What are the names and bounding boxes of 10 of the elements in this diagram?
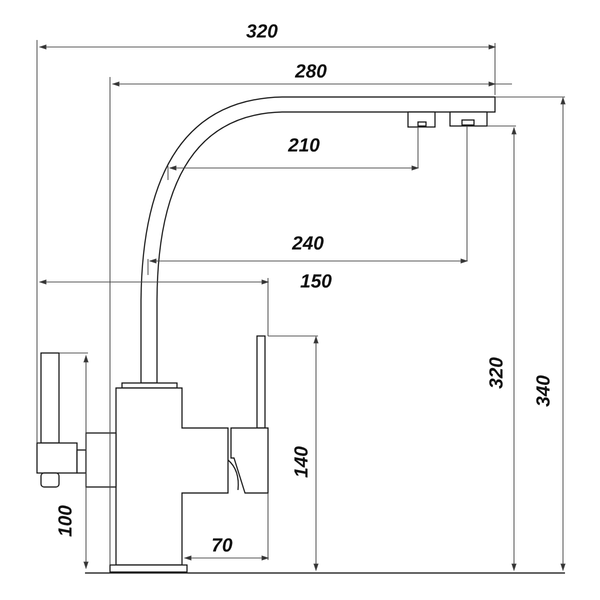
- dimension-value: 320: [488, 357, 506, 389]
- dimension-value: 210: [288, 136, 320, 156]
- dimension-value: 340: [534, 375, 554, 407]
- dimension-value: 280: [295, 62, 327, 82]
- dimension-value: 100: [56, 505, 76, 537]
- dimension-value: 150: [300, 272, 332, 292]
- dimension-value: 140: [292, 446, 312, 478]
- dimension-value: 320: [246, 22, 278, 42]
- dimension-value: 70: [211, 536, 233, 556]
- dimension-value: 240: [292, 234, 324, 254]
